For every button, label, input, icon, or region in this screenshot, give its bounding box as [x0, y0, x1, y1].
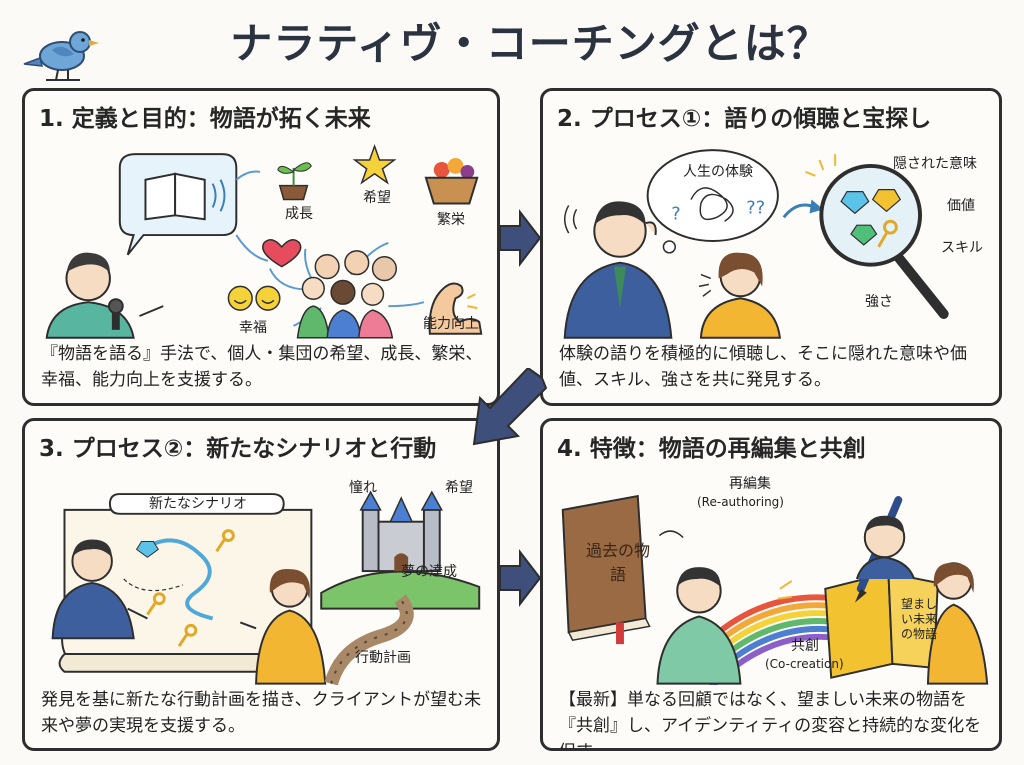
panel-heading: 4. 特徴：物語の再編集と共創 — [557, 429, 870, 463]
muscle-icon — [428, 282, 483, 335]
gem-icon — [850, 224, 878, 246]
thought-bubble: ? ?? — [646, 149, 779, 254]
label-value: 価値 — [947, 198, 975, 214]
reauthoring-illustration — [561, 494, 989, 685]
coach-man — [855, 515, 916, 580]
label-action-plan: 行動計画 — [355, 650, 411, 666]
label-prosperity: 繁栄 — [437, 212, 465, 228]
panel-listening: 2. プロセス①：語りの傾聴と宝探し ? ?? — [540, 88, 1002, 406]
panel-reauthoring: 4. 特徴：物語の再編集と共創 — [540, 418, 1002, 751]
star-icon — [352, 143, 397, 185]
arrow-right-icon — [499, 209, 542, 267]
label-experience: 人生の体験 — [683, 164, 753, 180]
listening-illustration: ? ?? — [563, 149, 949, 339]
panel-description: 発見を基に新たな行動計画を描き、クライアントが望む未来や夢の実現を支援する。 — [41, 690, 482, 736]
svg-text:??: ?? — [746, 198, 765, 218]
smile-icon — [227, 285, 281, 311]
speaker-woman — [698, 252, 781, 339]
label-new-scenario: 新たなシナリオ — [149, 496, 247, 512]
label-dream: 夢の達成 — [401, 564, 457, 580]
label-hidden-meaning: 隠された意味 — [893, 156, 977, 172]
label-hope: 希望 — [445, 480, 473, 496]
speaker-person — [45, 252, 164, 339]
bird-icon — [23, 31, 99, 81]
book-icon — [118, 153, 238, 256]
fruit-basket-icon — [424, 158, 479, 205]
panel-description: 体験の語りを積極的に傾聴し、そこに隠れた意味や価値、スキル、強さを共に発見する。 — [559, 344, 967, 390]
planner-woman — [239, 568, 327, 685]
book-icon — [561, 494, 651, 645]
planner-man — [51, 539, 148, 640]
label-happiness: 幸福 — [239, 320, 267, 336]
label-cocreation: 共創 — [791, 638, 819, 654]
castle-icon — [320, 490, 481, 610]
arrow-down-left-icon — [472, 368, 548, 446]
label-past-story: 過去の物語 — [585, 541, 650, 584]
panel-heading: 3. プロセス②：新たなシナリオと行動 — [39, 429, 441, 463]
arrow-right-icon — [499, 549, 542, 607]
panel-scenario: 3. プロセス②：新たなシナリオと行動 — [22, 418, 500, 751]
client-man — [656, 567, 742, 685]
key-icon — [877, 219, 898, 248]
label-hope: 希望 — [363, 190, 391, 206]
label-reauthoring: 再編集 — [729, 476, 771, 492]
group-people — [296, 250, 398, 339]
label-desired-future: 望ましい未来の物語 — [900, 597, 937, 641]
gem-icon — [840, 191, 870, 215]
gem-icon — [135, 540, 159, 558]
gem-icon — [871, 189, 902, 213]
label-ability: 能力向上 — [423, 316, 479, 332]
label-longing: 憧れ — [349, 480, 377, 496]
label-skill: スキル — [941, 240, 983, 256]
panel-definition: 1. 定義と目的：物語が拓く未来 — [22, 88, 500, 406]
magnifier-icon — [819, 163, 949, 319]
label-reauthoring-en: (Re-authoring) — [697, 495, 784, 509]
svg-text:?: ? — [671, 204, 680, 224]
heart-icon — [262, 239, 302, 268]
panel-description: 【最新】単なる回顧ではなく、望ましい未来の物語を『共創』し、アイデンティティの変… — [559, 690, 982, 748]
coach-woman — [926, 562, 989, 685]
page-title: ナラティヴ・コーチングとは？ — [230, 19, 830, 68]
listener-man — [563, 201, 673, 339]
panel-description: 『物語を語る』手法で、個人・集団の希望、成長、繁栄、幸福、能力向上を支援する。 — [41, 344, 483, 390]
sprout-icon — [277, 162, 312, 201]
label-growth: 成長 — [285, 206, 313, 222]
label-cocreation-en: (Co-creation) — [765, 657, 844, 671]
panel-heading: 2. プロセス①：語りの傾聴と宝探し — [557, 99, 936, 133]
key-icon — [146, 529, 235, 647]
panel-heading: 1. 定義と目的：物語が拓く未来 — [39, 99, 375, 133]
scenario-illustration — [51, 490, 481, 685]
label-strength: 強さ — [865, 294, 893, 310]
storytelling-illustration — [45, 143, 483, 339]
